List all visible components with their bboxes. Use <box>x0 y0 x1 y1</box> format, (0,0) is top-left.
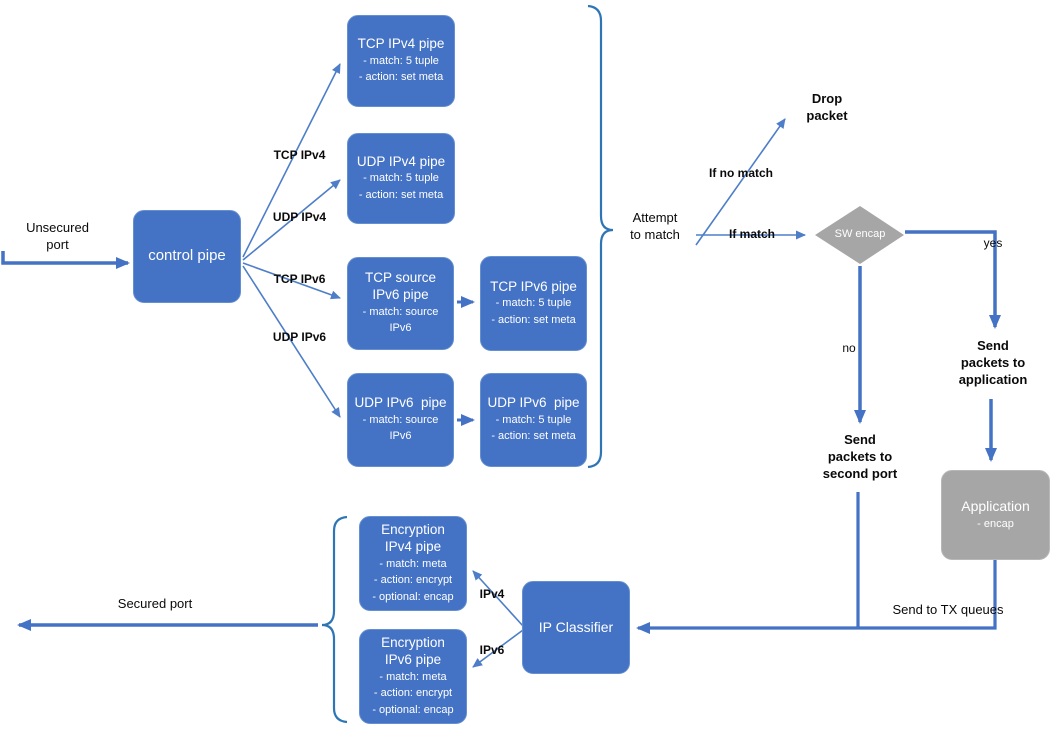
node-tcp-ipv4-pipe-title: TCP IPv4 pipe <box>357 36 445 52</box>
yes-label: yes <box>983 236 1003 250</box>
edge-classifier-to-enc-ipv4 <box>472 570 524 627</box>
edge-swencap-yes <box>905 230 1001 329</box>
node-encryption-ipv6-pipe-line: - action: encrypt <box>373 687 453 700</box>
node-ip-classifier-title: IP Classifier <box>538 618 614 635</box>
edge-label-tcp-ipv4: TCP IPv4 <box>273 148 326 162</box>
node-udp-ipv4-pipe-line: - action: set meta <box>358 188 444 201</box>
edge-if-no-match <box>695 118 786 246</box>
node-udp-ipv6-source-pipe: UDP IPv6 pipe - match: source IPv6 <box>347 373 454 467</box>
node-sw-encap-label: SW encap <box>834 228 886 240</box>
node-control-pipe: control pipe <box>133 210 241 303</box>
node-encryption-ipv6-pipe-title: Encryption IPv6 pipe <box>381 634 445 667</box>
edge-control-to-tcp-ipv6 <box>242 262 341 300</box>
edge-label-ipv4: IPv4 <box>479 587 505 601</box>
send-packets-to-second-port-label: Send packets to second port <box>822 432 898 481</box>
node-encryption-ipv4-pipe-line: - action: encrypt <box>373 574 453 587</box>
node-control-pipe-title: control pipe <box>148 247 226 265</box>
node-tcp-ipv4-pipe-line: - match: 5 tuple <box>363 54 439 67</box>
node-udp-ipv4-pipe: UDP IPv4 pipe - match: 5 tuple - action:… <box>347 133 455 224</box>
node-tcp-ipv6-pipe-line: - action: set meta <box>491 313 576 326</box>
node-tcp-source-ipv6-pipe: TCP source IPv6 pipe - match: source IPv… <box>347 257 454 350</box>
edge-application-to-classifier <box>636 559 997 634</box>
send-to-tx-queues-label: Send to TX queues <box>892 602 1004 617</box>
attempt-to-match-label: Attempt to match <box>630 210 680 242</box>
match-group-brace <box>587 4 614 469</box>
edge-control-to-udp-ipv6 <box>242 265 341 418</box>
node-udp-ipv6-pipe-title: UDP IPv6 pipe <box>487 395 580 411</box>
node-encryption-ipv6-pipe-line: - match: meta <box>379 670 447 683</box>
node-udp-ipv6-pipe-line: - match: 5 tuple <box>495 413 572 426</box>
node-encryption-ipv6-pipe: Encryption IPv6 pipe - match: meta - act… <box>359 629 467 724</box>
node-udp-ipv6-source-pipe-line: - match: source IPv6 <box>362 413 439 443</box>
node-tcp-ipv6-pipe: TCP IPv6 pipe - match: 5 tuple - action:… <box>480 256 587 351</box>
send-packets-to-application-label: Send packets to application <box>958 338 1028 387</box>
edge-classifier-to-enc-ipv6 <box>472 629 524 668</box>
node-tcp-ipv4-pipe: TCP IPv4 pipe - match: 5 tuple - action:… <box>347 15 455 107</box>
node-encryption-ipv4-pipe-line: - match: meta <box>379 557 447 570</box>
edge-label-udp-ipv4: UDP IPv4 <box>272 210 327 224</box>
edge-label-tcp-ipv6: TCP IPv6 <box>273 272 326 286</box>
edge-label-ipv6: IPv6 <box>479 643 505 657</box>
node-tcp-source-ipv6-pipe-line: - match: source IPv6 <box>362 305 439 335</box>
edge-control-to-tcp-ipv4 <box>242 63 341 258</box>
node-ip-classifier: IP Classifier <box>522 581 630 674</box>
node-encryption-ipv4-pipe: Encryption IPv4 pipe - match: meta - act… <box>359 516 467 611</box>
drop-packet-label: Drop packet <box>806 91 848 123</box>
node-application-line: - encap <box>977 517 1014 530</box>
edge-label-udp-ipv6: UDP IPv6 <box>272 330 327 344</box>
unsecured-port-label: Unsecured port <box>26 220 89 252</box>
node-application-title: Application <box>961 498 1030 514</box>
node-tcp-source-ipv6-pipe-title: TCP source IPv6 pipe <box>364 270 437 302</box>
node-tcp-ipv6-pipe-line: - match: 5 tuple <box>495 297 572 310</box>
node-tcp-ipv4-pipe-line: - action: set meta <box>358 71 444 84</box>
node-udp-ipv4-pipe-line: - match: 5 tuple <box>363 172 439 185</box>
if-no-match-label: If no match <box>708 166 773 180</box>
node-encryption-ipv4-pipe-line: - optional: encap <box>372 590 454 603</box>
node-udp-ipv6-pipe: UDP IPv6 pipe - match: 5 tuple - action:… <box>480 373 587 467</box>
node-application: Application - encap <box>941 470 1050 560</box>
no-label: no <box>842 341 856 355</box>
secured-group-brace <box>321 515 348 724</box>
node-udp-ipv6-pipe-line: - action: set meta <box>491 430 576 443</box>
edge-control-to-udp-ipv4 <box>242 179 341 261</box>
edge-unsecured-port <box>1 251 130 269</box>
node-udp-ipv6-source-pipe-title: UDP IPv6 pipe <box>354 395 447 411</box>
node-encryption-ipv4-pipe-title: Encryption IPv4 pipe <box>381 521 445 554</box>
sw-encap-diamond <box>815 206 904 264</box>
if-match-label: If match <box>728 227 775 241</box>
node-encryption-ipv6-pipe-line: - optional: encap <box>372 703 454 716</box>
secured-port-label: Secured port <box>117 596 193 611</box>
node-tcp-ipv6-pipe-title: TCP IPv6 pipe <box>490 278 577 294</box>
node-udp-ipv4-pipe-title: UDP IPv4 pipe <box>356 153 446 169</box>
